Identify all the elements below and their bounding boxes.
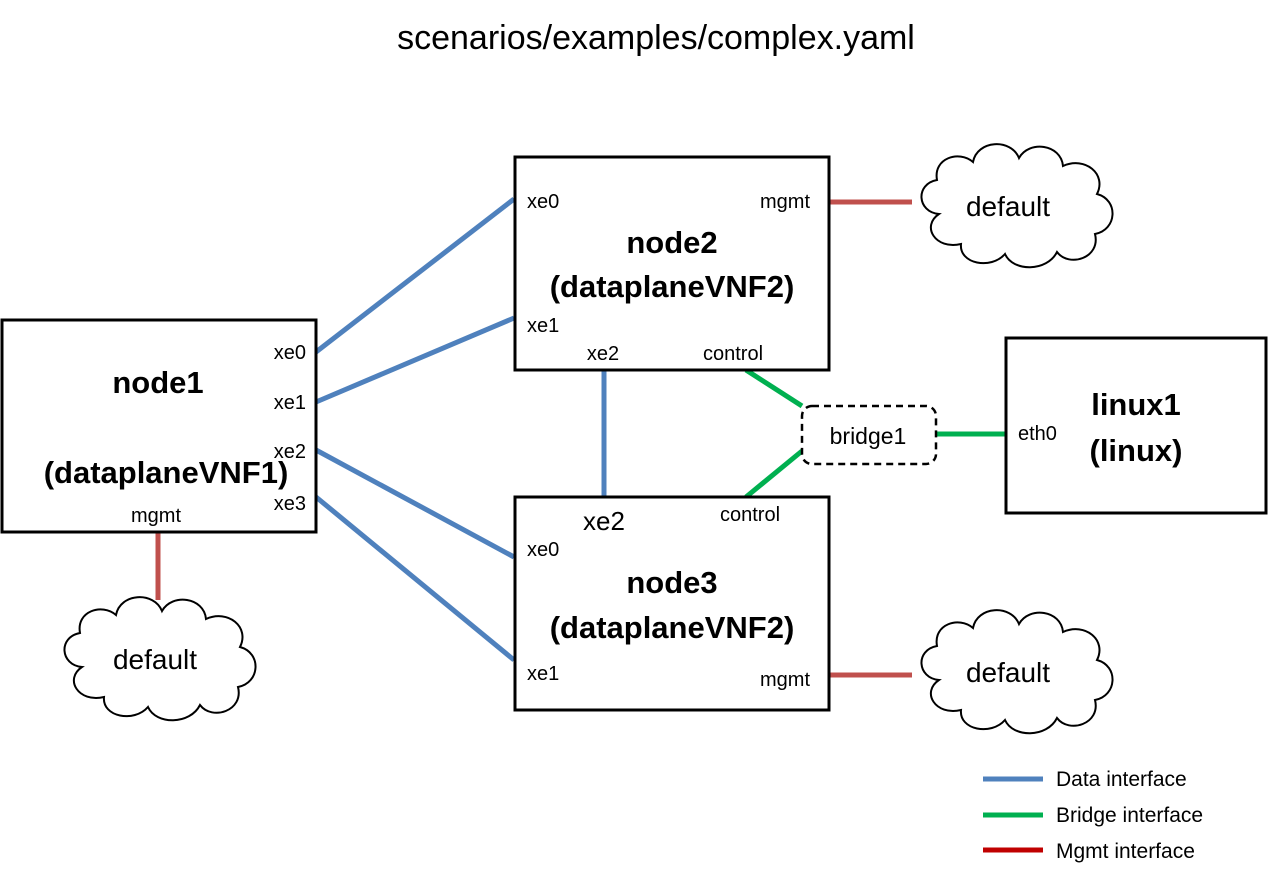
- bridge1-box[interactable]: bridge1: [800, 404, 938, 466]
- node2-port-xe1: xe1: [527, 315, 559, 337]
- node3-port-mgmt: mgmt: [760, 669, 810, 691]
- node2-port-control: control: [703, 343, 763, 365]
- linux1-name: linux1: [1091, 387, 1181, 422]
- node3-port-xe2: xe2: [583, 506, 625, 536]
- diagram-title: scenarios/examples/complex.yaml: [397, 19, 915, 57]
- legend-label-data: Data interface: [1056, 768, 1187, 791]
- linux1-type: (linux): [1090, 433, 1183, 468]
- node3-port-control: control: [720, 504, 780, 526]
- mgmt-links: [155, 199, 912, 678]
- node3-port-xe0: xe0: [527, 539, 559, 561]
- node1-port-mgmt: mgmt: [131, 505, 181, 527]
- data-links: [314, 197, 607, 662]
- node1-port-xe0: xe0: [274, 342, 306, 364]
- node2-port-xe2: xe2: [587, 343, 619, 365]
- node3-name: node3: [626, 565, 717, 600]
- node3-box[interactable]: xe2 control xe0 node3 (dataplaneVNF2) xe…: [513, 495, 831, 712]
- node2-port-mgmt: mgmt: [760, 191, 810, 213]
- node2-port-xe0: xe0: [527, 191, 559, 213]
- node1-port-xe2: xe2: [274, 441, 306, 463]
- cloud-node1-default: default: [63, 596, 257, 722]
- cloud-label: default: [113, 644, 197, 675]
- cloud-label: default: [966, 657, 1050, 688]
- node2-box[interactable]: node2 (dataplaneVNF2) xe0 mgmt xe1 xe2 c…: [513, 155, 831, 372]
- cloud-node2-default: default: [920, 143, 1114, 269]
- node3-type: (dataplaneVNF2): [550, 610, 795, 645]
- node1-name: node1: [112, 365, 203, 400]
- link-node2-control-bridge1: [744, 367, 804, 409]
- node2-type: (dataplaneVNF2): [550, 269, 795, 304]
- node2-name: node2: [626, 225, 717, 260]
- link-node1-xe0-node2-xe0: [314, 197, 516, 354]
- link-node3-control-bridge1: [744, 449, 804, 499]
- link-node1-xe1-node2-xe1: [315, 315, 515, 405]
- node1-port-xe1: xe1: [274, 392, 306, 414]
- bridge1-label: bridge1: [830, 423, 907, 449]
- node1-box[interactable]: node1 (dataplaneVNF1) xe0 xe1 xe2 xe3 mg…: [0, 318, 318, 534]
- legend-label-bridge: Bridge interface: [1056, 804, 1203, 827]
- bridge-links: [744, 367, 1006, 499]
- legend: Data interface Bridge interface Mgmt int…: [983, 768, 1203, 863]
- cloud-label: default: [966, 191, 1050, 222]
- node3-port-xe1: xe1: [527, 663, 559, 685]
- node1-type: (dataplaneVNF1): [44, 455, 289, 490]
- link-node1-xe2-node3-xe0: [314, 447, 516, 560]
- link-node1-xe3-node3-xe1: [314, 495, 516, 662]
- linux1-port-eth0: eth0: [1018, 423, 1057, 445]
- linux1-box[interactable]: linux1 (linux) eth0: [1004, 336, 1268, 515]
- cloud-node3-default: default: [920, 609, 1114, 735]
- node1-port-xe3: xe3: [274, 493, 306, 515]
- legend-label-mgmt: Mgmt interface: [1056, 840, 1195, 863]
